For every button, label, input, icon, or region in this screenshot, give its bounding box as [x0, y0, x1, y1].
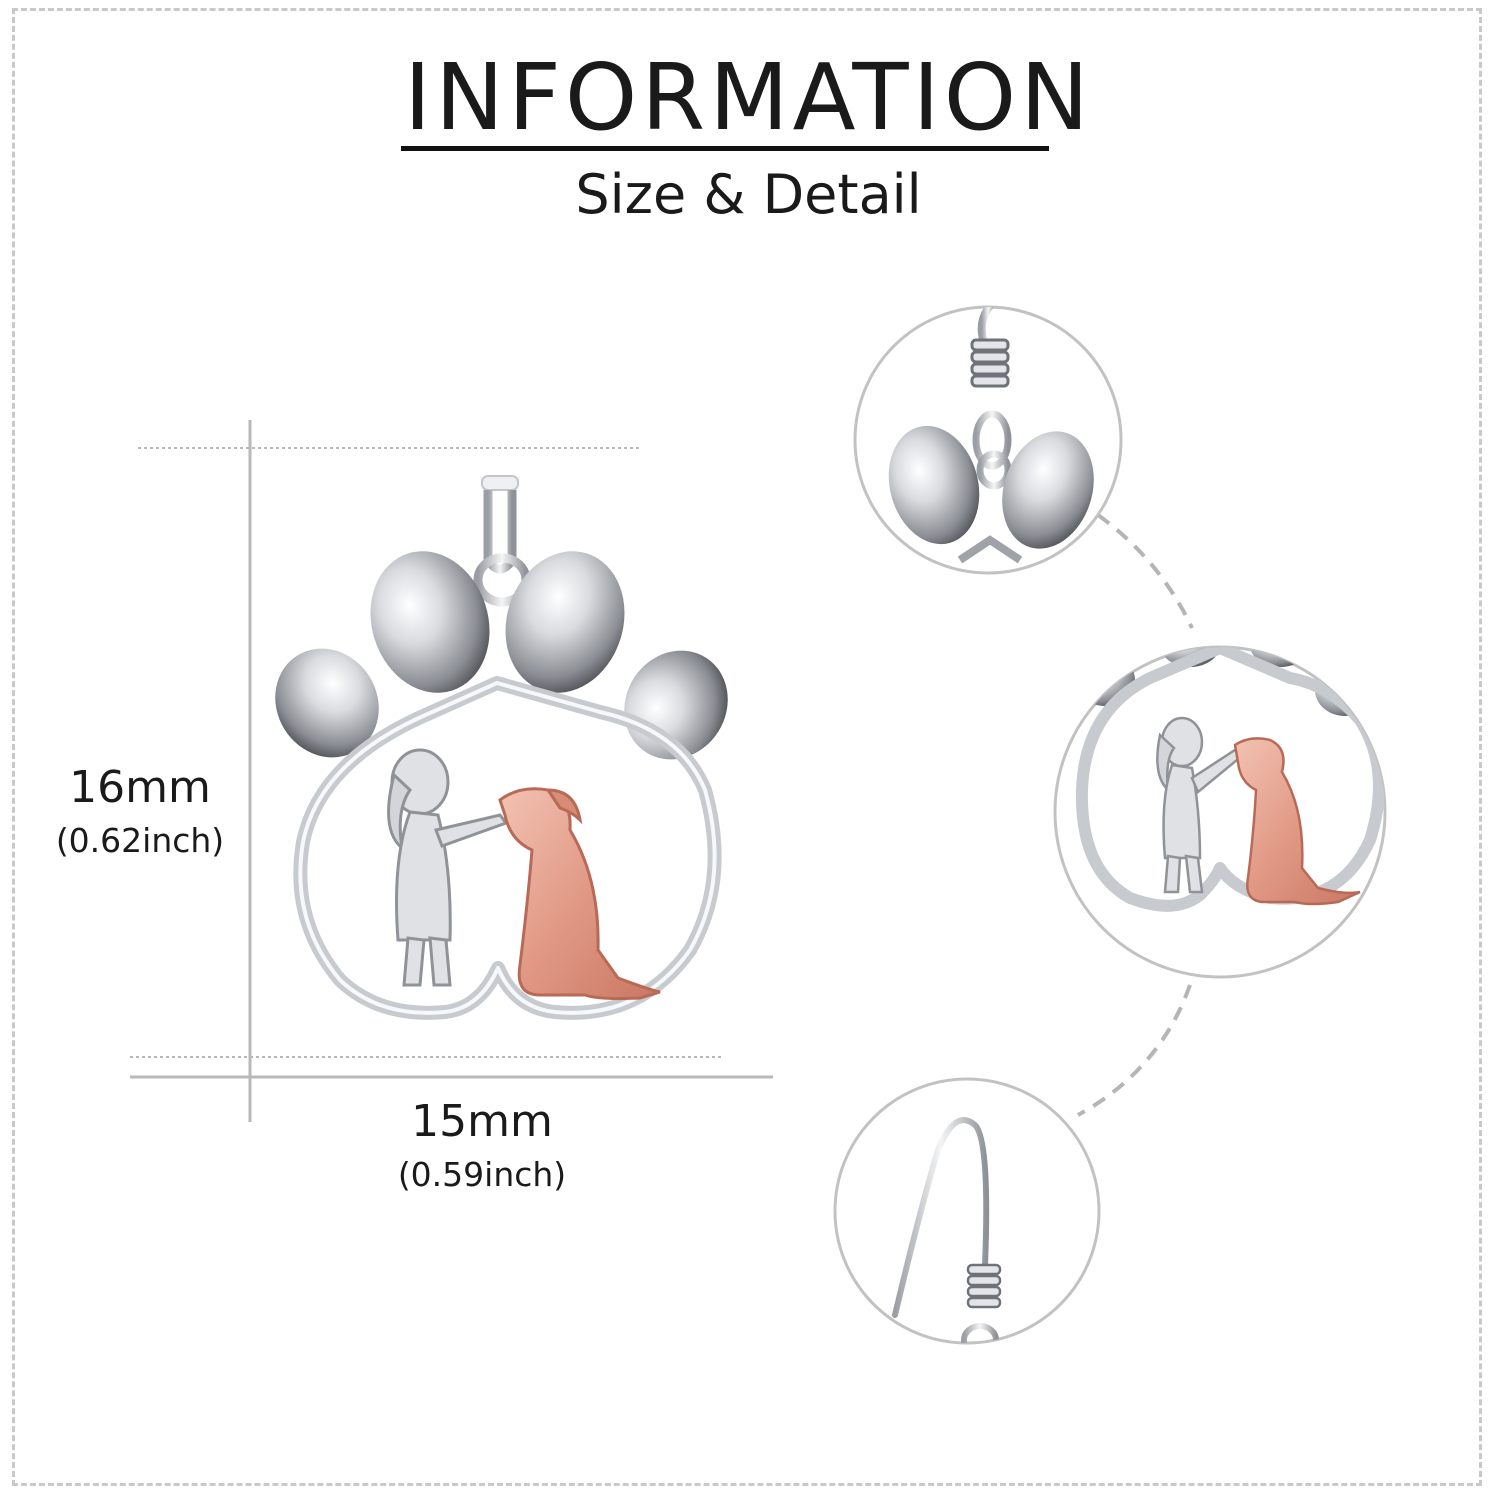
toe-pad-left-outer — [275, 648, 379, 758]
width-dimension-label: 15mm (0.59inch) — [382, 1096, 582, 1194]
detail-circle-ear-hook — [833, 1077, 1101, 1345]
girl-figure — [387, 748, 509, 987]
height-dimension-label: 16mm (0.62inch) — [40, 762, 240, 860]
height-converted: (0.62inch) — [55, 821, 225, 860]
dashed-border-frame — [12, 8, 1482, 1486]
width-converted: (0.59inch) — [397, 1155, 567, 1194]
wire-coil — [970, 338, 1010, 388]
dog-figure — [498, 787, 661, 1001]
toe-pad-right-inner — [505, 551, 625, 693]
page-subtitle: Size & Detail — [575, 163, 922, 226]
title-underline — [401, 146, 1049, 151]
page-title: INFORMATION — [404, 44, 1093, 151]
measurement-guides — [130, 420, 773, 1122]
height-value: 16mm — [69, 762, 211, 813]
ear-hook-wire — [892, 1117, 990, 1318]
toe-pad-left-inner — [370, 551, 490, 693]
width-value: 15mm — [411, 1096, 553, 1147]
detail-connectors — [1077, 513, 1194, 1117]
detail-circle-heart — [1053, 645, 1387, 979]
detail-circle-hook-top — [853, 305, 1123, 575]
paw-heart-earring — [275, 475, 728, 1020]
